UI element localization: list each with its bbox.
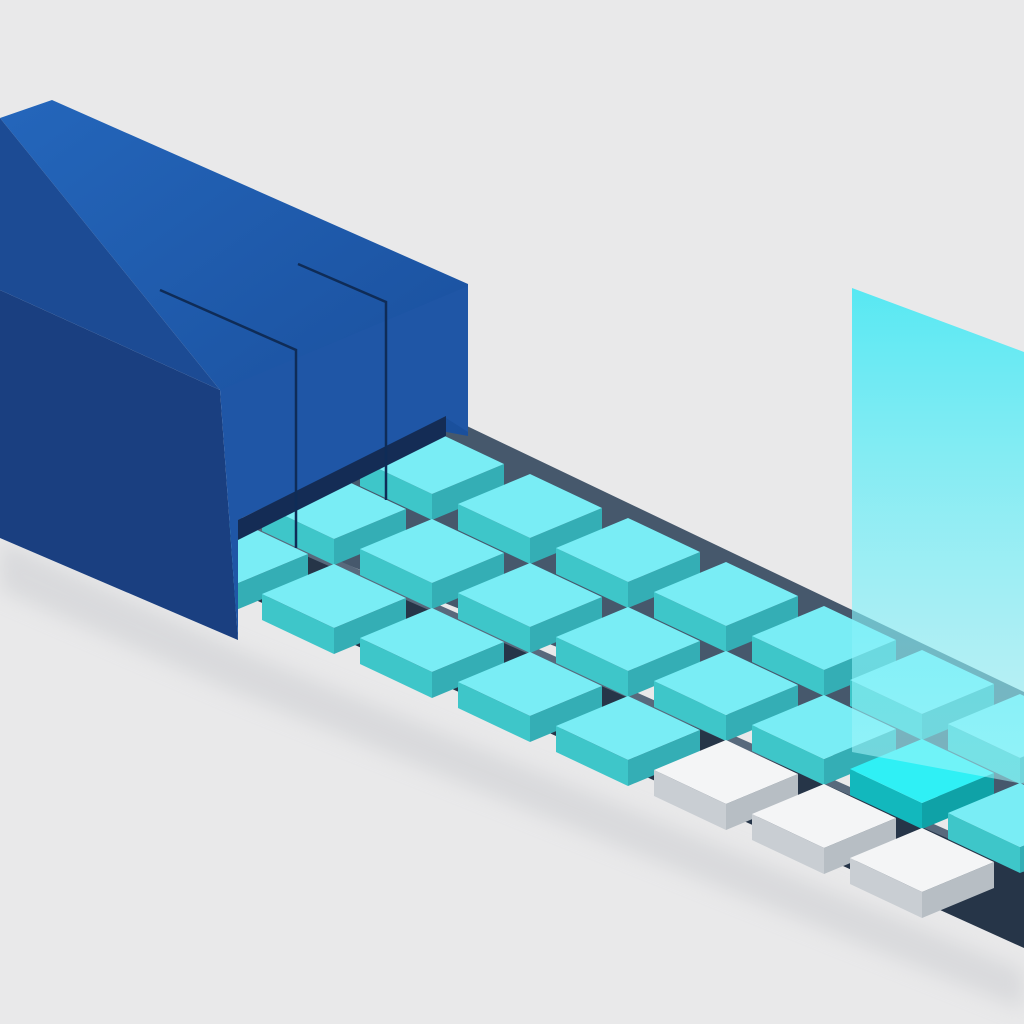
tile-right-face <box>922 773 994 829</box>
tile-right-face <box>726 774 798 830</box>
tile-right-face <box>628 641 700 697</box>
tile-right-face <box>726 685 798 741</box>
tile-top-face <box>654 651 798 715</box>
tile-top-face <box>556 518 700 582</box>
tile-right-face <box>236 554 308 610</box>
tile-front-face <box>654 592 726 652</box>
tile-right-face <box>726 596 798 652</box>
data-tile <box>458 474 602 564</box>
tile-top-face <box>948 783 1024 847</box>
tile-front-face <box>752 636 824 696</box>
data-tile <box>556 518 700 608</box>
translucent-scanner-panel <box>852 288 1024 784</box>
tile-top-face <box>262 564 406 628</box>
tile-top-face <box>458 652 602 716</box>
tile-top-face <box>360 519 504 583</box>
data-tile <box>262 564 406 654</box>
block-right-face <box>220 286 468 640</box>
tile-front-face <box>262 505 334 565</box>
tile-top-face <box>556 696 700 760</box>
tile-front-face <box>458 593 530 653</box>
data-tile <box>850 828 994 918</box>
block-opening <box>238 416 446 540</box>
tile-front-face <box>654 681 726 741</box>
tile-front-face <box>360 549 432 609</box>
tile-top-face <box>360 608 504 672</box>
tile-right-face <box>530 686 602 742</box>
cable-line-right <box>297 262 388 500</box>
tile-right-face <box>334 598 406 654</box>
tile-right-face <box>824 818 896 874</box>
tile-front-face <box>556 726 628 786</box>
tile-front-face <box>556 637 628 697</box>
tile-right-face <box>432 642 504 698</box>
tile-front-face <box>948 813 1020 873</box>
tile-top-face <box>458 474 602 538</box>
tile-top-face <box>850 828 994 892</box>
data-tile <box>458 563 602 653</box>
tile-right-face <box>628 552 700 608</box>
tile-top-face <box>458 563 602 627</box>
tile-front-face <box>458 504 530 564</box>
tile-top-face <box>654 740 798 804</box>
data-tile <box>556 696 700 786</box>
tile-front-face <box>752 814 824 874</box>
data-tile <box>458 652 602 742</box>
tile-right-face <box>922 862 994 918</box>
tile-top-face <box>752 784 896 848</box>
tile-front-face <box>850 858 922 918</box>
tile-top-face <box>654 562 798 626</box>
cable-line-left <box>159 288 298 548</box>
tile-right-face <box>432 464 504 520</box>
tile-right-face <box>530 597 602 653</box>
data-tile <box>556 607 700 697</box>
blue-processing-block <box>0 100 468 640</box>
block-left-face <box>0 118 220 390</box>
data-tile <box>948 783 1024 873</box>
data-tile <box>654 562 798 652</box>
tile-front-face <box>556 548 628 608</box>
tile-front-face <box>360 638 432 698</box>
tile-front-face <box>850 769 922 829</box>
data-tile <box>654 651 798 741</box>
tile-front-face <box>262 594 334 654</box>
data-tile <box>654 740 798 830</box>
tile-right-face <box>530 508 602 564</box>
data-tile <box>752 784 896 874</box>
ground-shadow <box>0 540 1024 1010</box>
tile-right-face <box>334 509 406 565</box>
data-tile <box>360 608 504 698</box>
tile-front-face <box>752 725 824 785</box>
tile-front-face <box>654 770 726 830</box>
tile-right-face <box>1020 845 1024 873</box>
tile-right-face <box>432 553 504 609</box>
block-front-face <box>0 290 238 640</box>
tile-front-face <box>360 460 432 520</box>
tile-right-face <box>628 730 700 786</box>
tile-front-face <box>458 682 530 742</box>
tile-top-face <box>556 607 700 671</box>
data-tile <box>360 519 504 609</box>
